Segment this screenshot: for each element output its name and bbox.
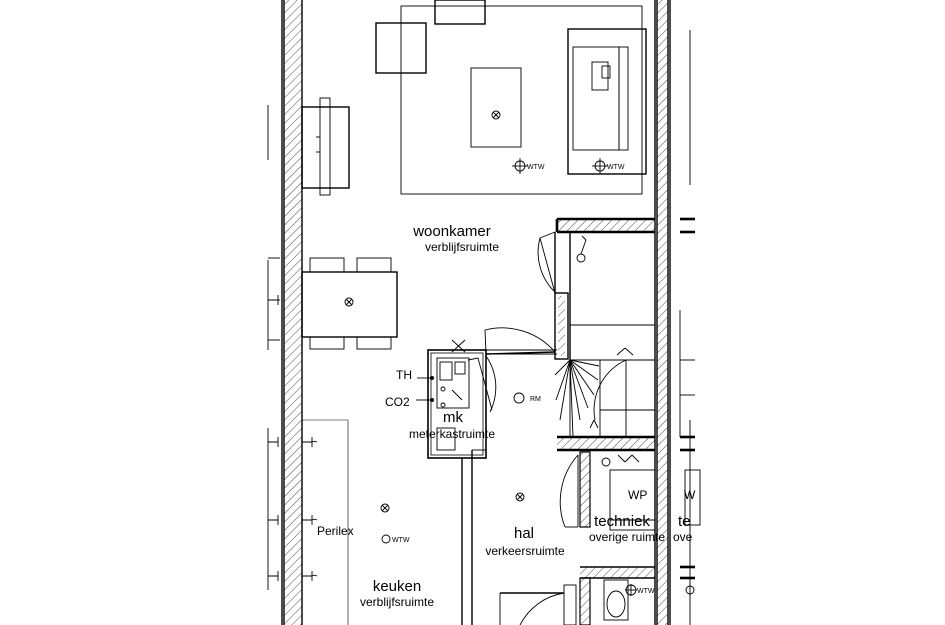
room-type-techniek-neighbour: ove (673, 530, 693, 544)
ceiling-light-hal (515, 492, 525, 502)
room-type-techniek: overige ruimte (589, 530, 665, 544)
wtw-valve-keuken (381, 534, 391, 544)
neighbour-equipment (684, 469, 701, 595)
switch-symbol (576, 235, 587, 263)
stair-core-walls (554, 217, 695, 452)
door-techniek (559, 454, 579, 528)
ceiling-light-keuken (380, 503, 390, 513)
wp-label-neighbour: W (684, 488, 696, 502)
door-front (499, 584, 577, 625)
th-label: TH (396, 368, 412, 382)
armchair-left (375, 22, 427, 74)
room-name-techniek-neighbour: te (678, 513, 691, 530)
techniek-walls (579, 451, 695, 625)
room-name-keuken: keuken (373, 578, 421, 595)
room-type-keuken: verblijfsruimte (360, 595, 434, 609)
perilex-label: Perilex (317, 524, 354, 538)
wtw-label-techniek: WTW (637, 588, 655, 595)
room-type-hal: verkeersruimte (485, 544, 565, 558)
kitchen-boundary (302, 419, 349, 625)
door-meterkast (467, 355, 497, 413)
stairs (554, 310, 695, 438)
room-name-meterkast: mk (443, 409, 463, 426)
co2-label: CO2 (385, 395, 410, 409)
room-type-meterkast: meterkastruimte (409, 427, 495, 441)
armchair-top (434, 0, 486, 25)
sofa (567, 28, 647, 175)
wtw-label-keuken: WTW (392, 537, 410, 544)
meterkast-equipment (436, 339, 470, 451)
tv-cabinet (301, 97, 350, 196)
room-name-techniek: techniek (594, 513, 650, 530)
dining-table (301, 257, 398, 350)
wtw-unit (601, 454, 656, 531)
room-name-woonkamer: woonkamer (412, 223, 491, 240)
co2-symbol (416, 398, 434, 402)
door-hal-living (484, 327, 556, 355)
room-name-hal: hal (514, 525, 534, 542)
wp-label: WP (628, 488, 647, 502)
toilet (603, 579, 637, 621)
wtw-label-1: WTW (527, 164, 545, 171)
left-wall (281, 0, 303, 625)
meterkast-walls (427, 349, 487, 625)
rm-smoke-detector (513, 392, 525, 404)
rm-label: RM (530, 396, 541, 403)
rug (400, 5, 643, 195)
wtw-label-2: WTW (607, 164, 625, 171)
wtw-valve-1 (512, 158, 528, 174)
room-type-woonkamer: verblijfsruimte (425, 240, 499, 254)
th-symbol (417, 376, 434, 380)
wtw-valve-2 (592, 158, 608, 174)
coffee-table (470, 67, 522, 148)
door-living-stair (537, 231, 557, 294)
kitchen-sockets (268, 295, 318, 581)
